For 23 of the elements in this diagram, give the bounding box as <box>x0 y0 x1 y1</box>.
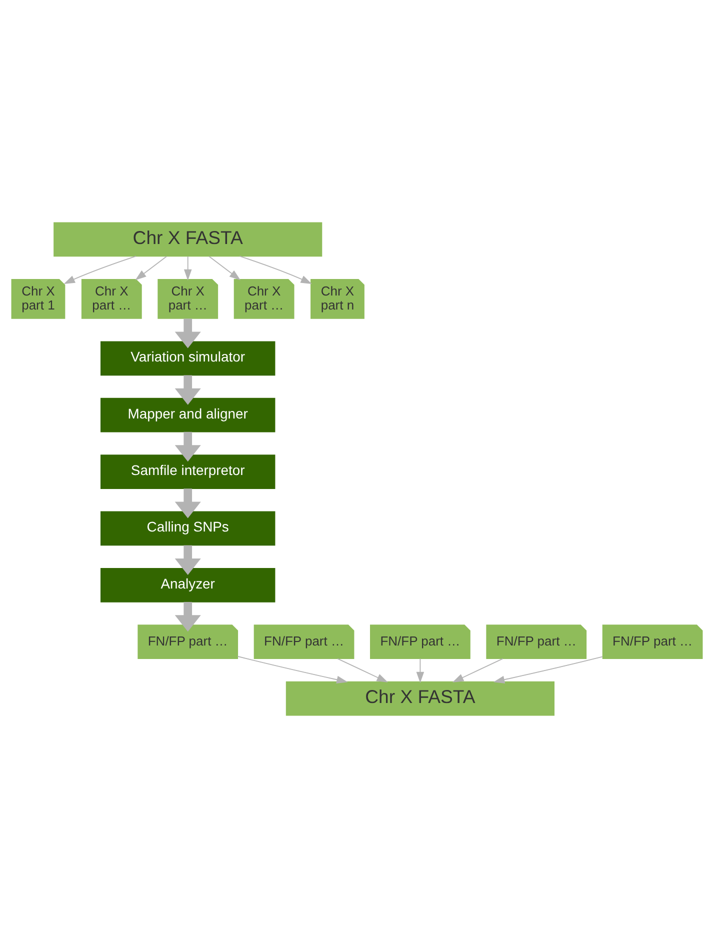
arrow <box>135 256 168 280</box>
arrow <box>174 318 201 348</box>
arrow <box>337 658 388 682</box>
arrow <box>174 432 201 462</box>
arrow <box>174 545 201 575</box>
node-box: Analyzer <box>100 568 276 602</box>
arrow <box>208 256 241 280</box>
node-box: Mapper and aligner <box>100 398 276 432</box>
arrow <box>174 602 201 632</box>
arrow <box>64 256 136 284</box>
node-box: Chr X FASTA <box>286 681 554 716</box>
node-box: Variation simulator <box>100 341 276 376</box>
arrow <box>174 375 201 405</box>
node-box: Calling SNPs <box>100 511 276 546</box>
arrow <box>237 656 348 684</box>
node-box: Chr X FASTA <box>54 222 322 257</box>
arrow <box>493 656 604 684</box>
arrow <box>452 658 504 682</box>
node-box: Samfile interpretor <box>100 454 276 489</box>
arrow <box>239 256 312 284</box>
arrow <box>416 658 424 684</box>
arrow <box>174 488 201 518</box>
arrow <box>184 256 192 281</box>
